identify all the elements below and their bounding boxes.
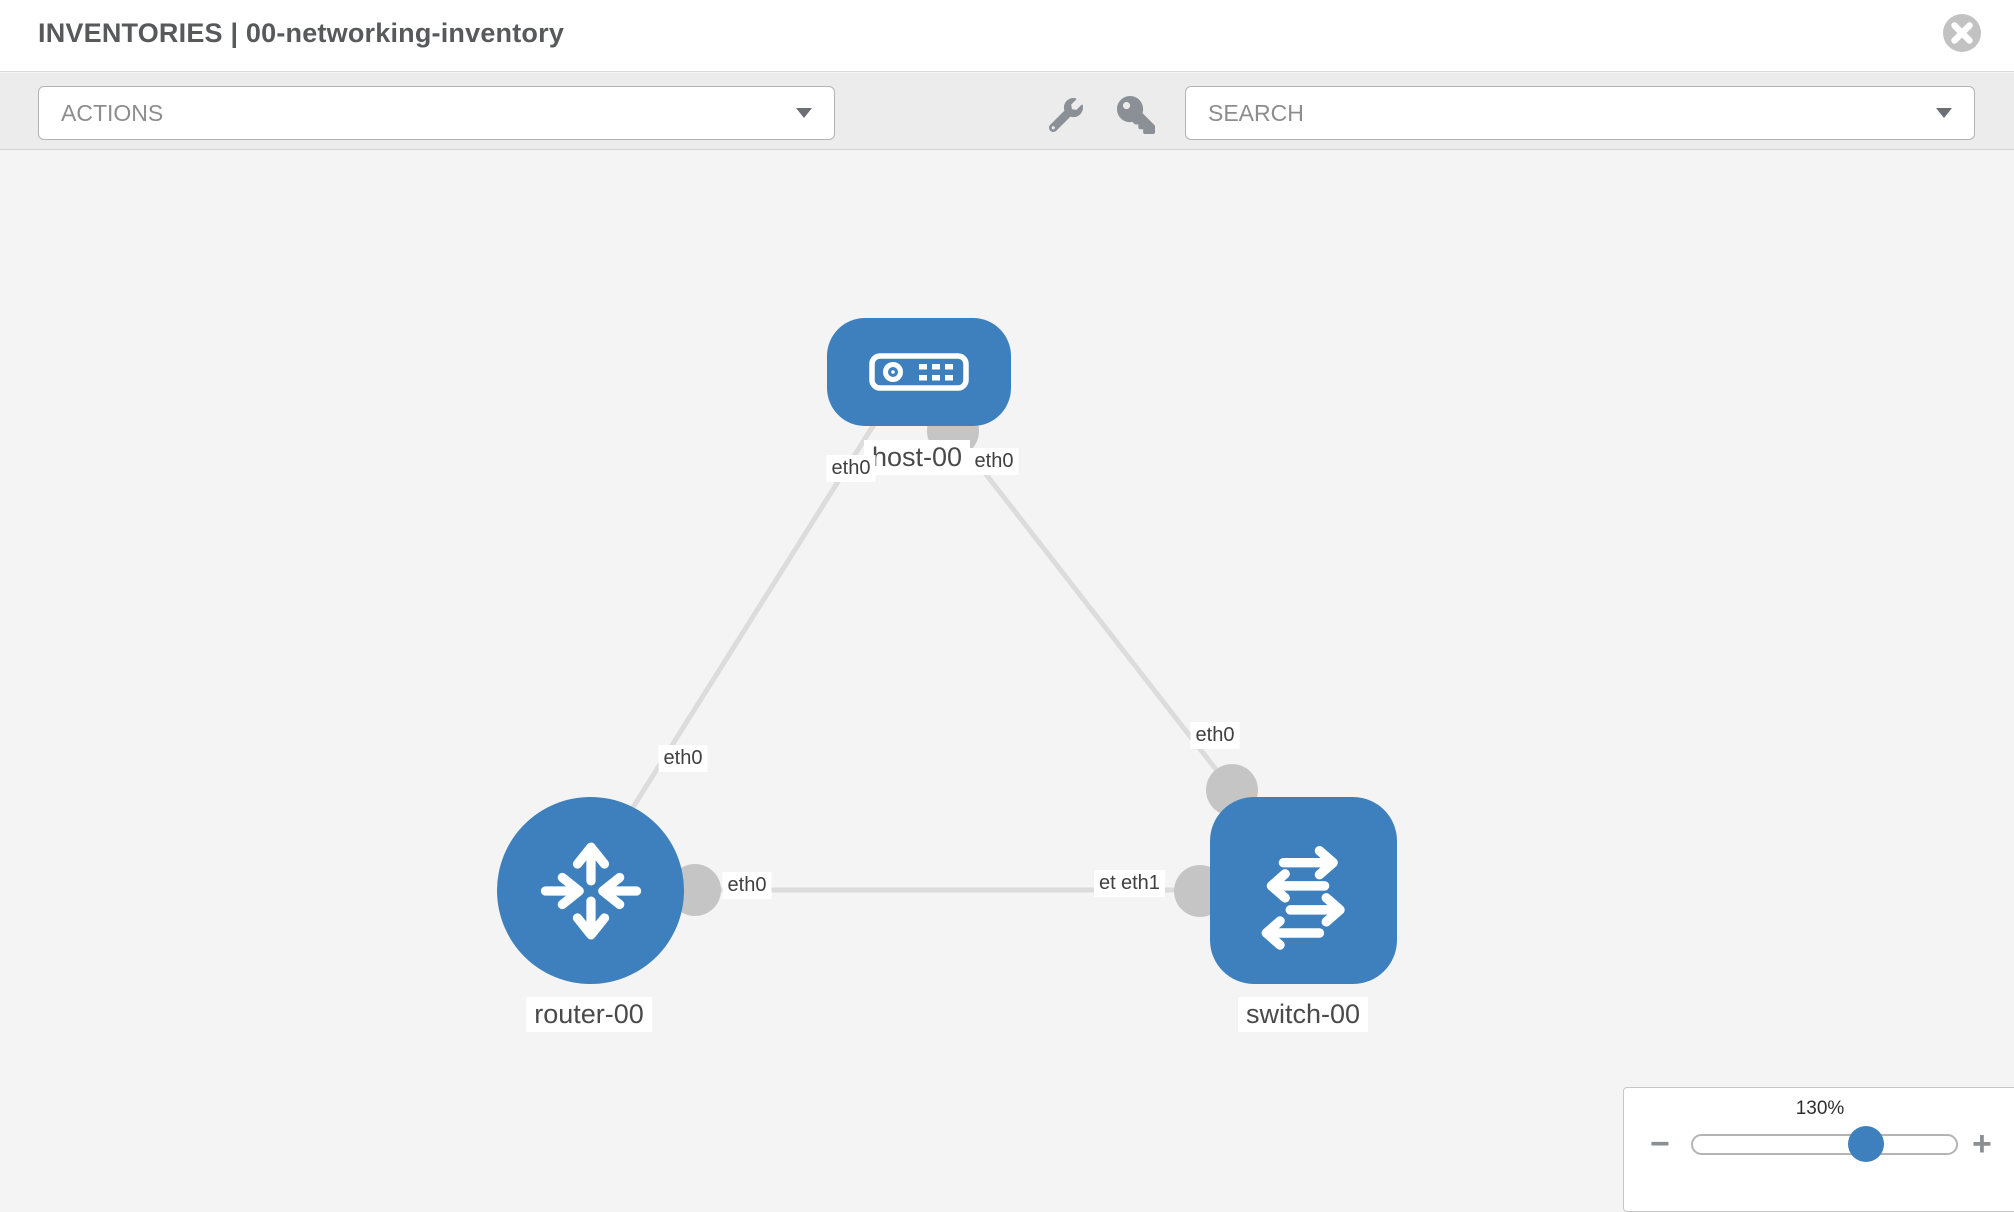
link-host-switch[interactable] bbox=[951, 430, 1234, 792]
interface-label-router-switch-switch-end-front: eth1 bbox=[1116, 870, 1165, 897]
page-title: INVENTORIES | 00-networking-inventory bbox=[38, 18, 565, 48]
topology-canvas[interactable]: host-00 router-00 switch-00 eth0 eth0 et… bbox=[0, 151, 2014, 1200]
interface-label-router-switch-router-end: eth0 bbox=[722, 872, 772, 899]
close-button[interactable] bbox=[1941, 12, 1983, 54]
actions-dropdown[interactable]: ACTIONS bbox=[38, 86, 835, 140]
search-dropdown[interactable]: SEARCH bbox=[1185, 86, 1975, 140]
zoom-out-button[interactable]: − bbox=[1650, 1125, 1670, 1163]
configure-button[interactable] bbox=[1044, 93, 1088, 137]
interface-label-host-router-host-end: eth0 bbox=[826, 455, 876, 482]
chevron-down-icon bbox=[1936, 108, 1952, 118]
node-host-00[interactable] bbox=[827, 318, 1011, 426]
zoom-slider-track[interactable] bbox=[1691, 1126, 1958, 1162]
interface-label-host-router-router-end: eth0 bbox=[658, 745, 708, 772]
credentials-button[interactable] bbox=[1114, 93, 1158, 137]
close-icon bbox=[1943, 14, 1981, 52]
zoom-in-button[interactable]: + bbox=[1972, 1125, 1992, 1163]
zoom-panel: 130% − + bbox=[1623, 1087, 2014, 1212]
actions-dropdown-label: ACTIONS bbox=[61, 99, 164, 126]
header: INVENTORIES | 00-networking-inventory bbox=[0, 0, 2014, 72]
node-label-switch[interactable]: switch-00 bbox=[1237, 997, 1369, 1032]
switch-icon bbox=[1261, 845, 1345, 950]
node-switch-00[interactable] bbox=[1210, 797, 1397, 984]
key-icon bbox=[1117, 96, 1155, 134]
interface-label-host-switch-host-end: eth0 bbox=[969, 448, 1019, 475]
wrench-icon bbox=[1049, 98, 1083, 132]
node-label-router[interactable]: router-00 bbox=[526, 997, 652, 1032]
chevron-down-icon bbox=[796, 108, 812, 118]
search-dropdown-label: SEARCH bbox=[1208, 99, 1304, 126]
host-icon bbox=[869, 353, 969, 391]
interface-label-host-switch-switch-end: eth0 bbox=[1190, 722, 1240, 749]
zoom-level: 130% bbox=[1795, 1098, 1845, 1119]
zoom-slider-thumb[interactable] bbox=[1848, 1126, 1884, 1162]
node-label-host[interactable]: host-00 bbox=[863, 440, 971, 475]
toolbar: ACTIONS SEARCH bbox=[0, 73, 2014, 150]
router-icon bbox=[540, 842, 641, 939]
links-layer bbox=[627, 416, 1234, 893]
node-router-00[interactable] bbox=[497, 797, 684, 984]
